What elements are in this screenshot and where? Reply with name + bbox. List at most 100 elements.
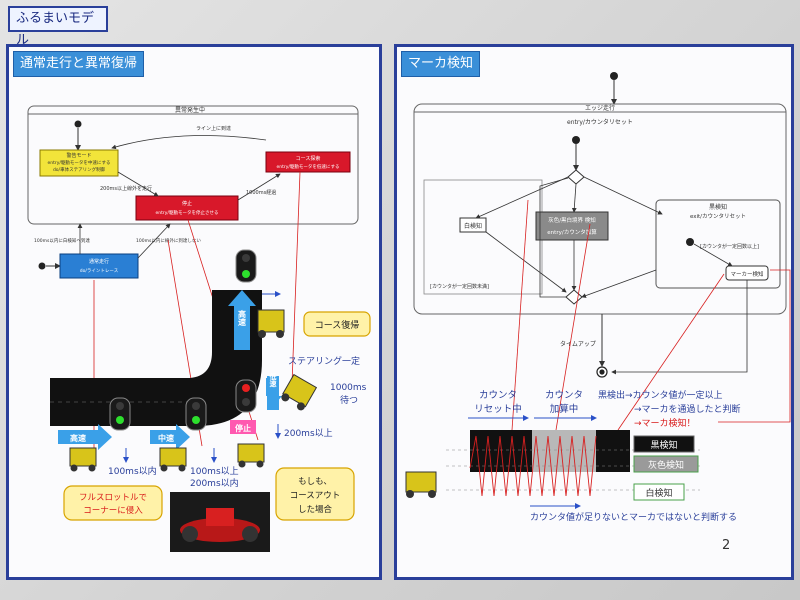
legend-gray: 灰色検知 [633,455,699,473]
timing-100ms: 100ms以内 [108,465,157,477]
diagram-text: 黒検知 [650,439,677,451]
robot-bottom-1 [69,447,97,472]
traffic-light-red [235,379,257,413]
diagram-text: 白検知 [645,487,672,499]
diagram-text: 灰色/黒白境界 検知 [548,216,596,224]
bottom-note: カウンタ値が足りないとマーカではないと判断する [530,511,737,523]
robot-legend [405,471,437,498]
steering-constant-label: ステアリング一定 [288,355,360,367]
robot-bottom-2 [159,447,187,472]
state-black-exit: exit/カウンタリセット [690,212,746,220]
normal-initial-node [38,262,46,270]
guard-over-label: [カウンタが一定回数以上] [700,243,759,250]
state-normal-title: 通常走行 [89,258,109,265]
counter-reset-label-2: リセット中 [474,403,522,415]
diagram-text: コースアウト [290,491,341,501]
abnormal-state-title: 異常発生中 [175,106,205,114]
counter-add-label-2: 加算中 [550,403,579,415]
edge-run-composite-state: エッジ走行 entry/カウンタリセット [413,103,787,315]
arrow-medium-speed: 中速 [150,424,190,450]
guard-region-left [423,179,543,295]
edge-100ms-out-label: 100ms以内に白検知へ到達 [34,237,90,244]
diagram-text: した場合 [298,504,333,515]
arrow-high-speed-left: 高速 [58,424,112,450]
state-warning-title: 警告モード [66,152,91,159]
annotation-line-3: →マーカ検知！ [634,417,696,429]
state-stop-title: 停止 [182,200,192,207]
right-panel: マーカ検知 [394,44,794,580]
edge-1000ms-label: 1000ms経過 [246,189,276,196]
annotation-line-2: →マーカを通過したと判断 [634,403,741,415]
link-line-r3 [617,273,725,431]
diagram-text: もしも、 [298,477,332,487]
legend-black: 黒検知 [633,435,695,453]
timing-100ms-plus: 100ms以上 [190,466,239,477]
bubble-course-out: もしも、 コースアウト した場合 [275,467,355,521]
edge-200ms-label: 200ms以上線外を走行 [100,185,152,192]
guard-under-label: [カウンタが一定回数未満] [430,283,489,290]
race-track [50,290,262,426]
state-black-title: 黒検知 [709,203,727,211]
edge-initial-node [572,136,580,144]
state-course-search-entry: entry/駆動モータを低速にする [277,163,340,170]
diagram-text: entry/カウンタ加算 [547,228,597,236]
diagram-text: 中速 [158,433,174,443]
label-stop-tag: 停止 [230,420,256,434]
state-course-search[interactable]: コース探索 entry/駆動モータを低速にする [265,151,351,173]
state-warning-mode[interactable]: 警告モード entry/駆動モータを中速にする do/車体ステアリング制御 [39,149,119,177]
timing-200ms-within: 200ms以内 [190,477,239,489]
state-warning-entry: entry/駆動モータを中速にする [48,159,111,166]
state-white-detect[interactable]: 白検知 [459,217,487,233]
arrow-high-speed-vertical: 高速 [228,290,256,350]
black-initial-node [686,238,694,246]
state-warning-do: do/車体ステアリング制御 [53,166,106,173]
state-normal-do: do/ライントレース [80,268,119,274]
annotation-line-1: 黒検出→カウンタ値が一定以上 [598,389,723,401]
link-line-4 [291,171,301,385]
right-panel-title: マーカ検知 [401,51,481,77]
diagram-text: コーナーに侵入 [83,505,143,516]
diagram-text: 高速 [238,309,247,327]
arrow-low-speed: 低速 [266,372,282,410]
diagram-text: コース復帰 [315,319,360,331]
state-normal-drive[interactable]: 通常走行 do/ライントレース [59,253,139,279]
diagram-text: 灰色検知 [648,459,684,471]
diagram-text: フルスロットルで [79,493,147,503]
choice-node-top [567,169,585,185]
timeup-label: タイムアップ [560,340,596,348]
bubble-course-recover: コース復帰 [303,311,371,337]
bubble-full-throttle: フルスロットルで コーナーに侵入 [63,485,163,521]
traffic-light-left [109,397,131,431]
state-marker-detect[interactable]: マーカー検知 [725,265,769,281]
link-line-r1 [511,199,529,431]
edge-online-label: ライン上に到達 [196,125,231,132]
race-car-photo [170,492,270,552]
traffic-light-mid [185,397,207,431]
diagram-text: マーカー検知 [730,270,763,278]
timing-wait: 待つ [340,394,358,406]
edge-100ms-in-label: 100ms以内に線外に到達しない [136,237,201,244]
diagram-text: 高速 [70,433,86,443]
robot-bottom-3 [237,443,265,468]
marker-initial-node [610,72,618,80]
choice-node-bottom [565,289,583,305]
page-number: 2 [722,538,731,553]
robot-corner [281,373,318,411]
timing-1000ms: 1000ms [330,383,367,393]
left-panel-title: 通常走行と異常復帰 [13,51,145,77]
state-black-detect[interactable]: 黒検知 exit/カウンタリセット [655,199,781,289]
state-stop[interactable]: 停止 entry/駆動モータを停止させる [135,195,239,221]
counter-add-label-1: カウンタ [545,390,583,401]
diagram-text: 低速 [269,372,278,388]
state-gray-detect[interactable]: 灰色/黒白境界 検知 entry/カウンタ加算 [535,211,609,241]
timing-200ms-plus: 200ms以上 [284,428,333,439]
state-stop-entry: entry/駆動モータを停止させる [156,209,219,216]
abnormal-composite-state: 異常発生中 [27,105,359,225]
marker-strip [446,430,700,497]
edge-run-title: エッジ走行 [585,104,615,112]
counter-reset-label-1: カウンタ [479,390,517,401]
robot-top [257,309,285,338]
link-line-r2 [555,223,591,431]
state-course-search-title: コース探索 [296,155,321,162]
